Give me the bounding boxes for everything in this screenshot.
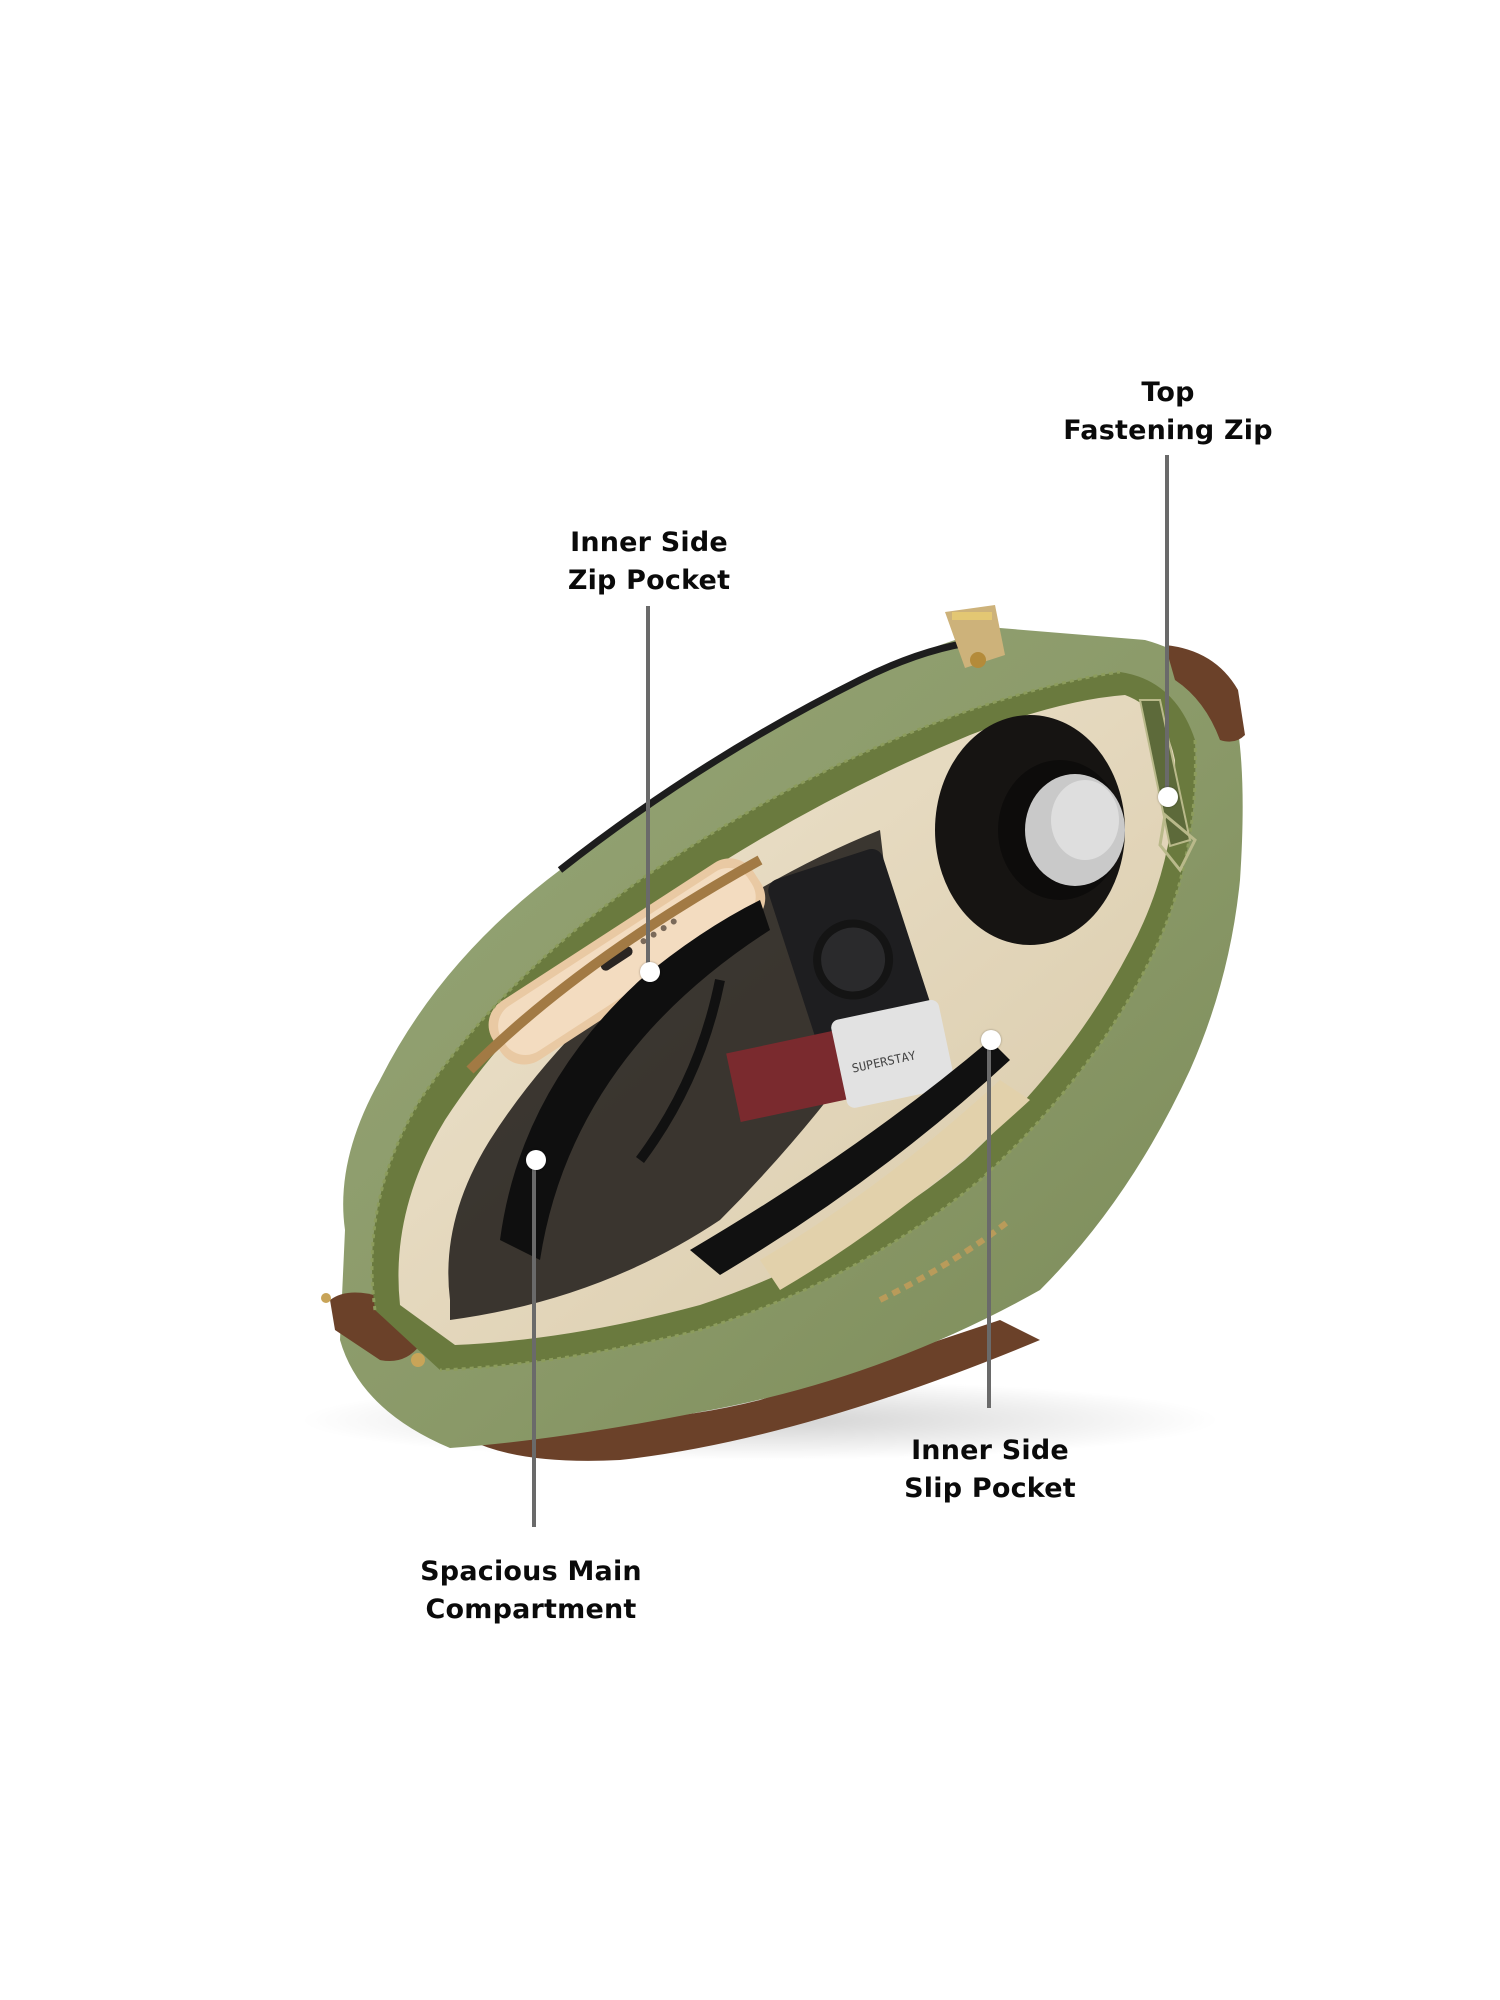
label-line-2: Fastening Zip — [1063, 415, 1273, 446]
label-line-1: Inner Side — [570, 527, 728, 558]
phone — [488, 858, 766, 1065]
interior-shadow — [448, 830, 900, 1320]
label-line-2: Zip Pocket — [567, 565, 731, 596]
front-logo — [878, 1217, 1012, 1303]
leader-line-spacious-main-compartment — [532, 1160, 536, 1527]
hotspot-dot-inner-side-zip-pocket[interactable] — [640, 962, 660, 982]
label-top-fastening-zip: Top Fastening Zip — [1063, 374, 1273, 450]
leader-line-inner-side-zip-pocket — [646, 606, 650, 970]
gold-ring-left — [411, 1353, 425, 1367]
zipper-teeth — [370, 670, 1121, 1311]
leader-line-top-fastening-zip — [1165, 455, 1169, 795]
slip-pocket-panel — [690, 1040, 1010, 1275]
book — [760, 1080, 1030, 1290]
piping — [557, 636, 991, 873]
label-inner-side-zip-pocket: Inner Side Zip Pocket — [568, 524, 730, 600]
label-line-2: Compartment — [425, 1594, 637, 1625]
leader-line-inner-side-slip-pocket — [987, 1040, 991, 1408]
gold-ring-left-top — [321, 1293, 331, 1303]
hotspot-dot-top-fastening-zip[interactable] — [1158, 787, 1178, 807]
leather-tab-left — [330, 1292, 420, 1361]
perfume-bottle — [935, 715, 1125, 945]
zipper-teeth-lower — [439, 739, 1197, 1372]
label-line-1: Top — [1141, 377, 1195, 408]
label-line-1: Inner Side — [911, 1435, 1069, 1466]
label-inner-side-slip-pocket: Inner Side Slip Pocket — [904, 1432, 1076, 1508]
gold-zip-tab — [945, 605, 1005, 668]
label-line-1: Spacious Main — [420, 1556, 642, 1587]
label-line-2: Slip Pocket — [904, 1473, 1076, 1504]
hotspot-dot-inner-side-slip-pocket[interactable] — [981, 1030, 1001, 1050]
sunglasses-arm — [635, 979, 725, 1163]
sunglasses — [500, 900, 770, 1260]
hotspot-dot-spacious-main-compartment[interactable] — [526, 1150, 546, 1170]
leather-tab-right — [1165, 645, 1245, 742]
lipstick: SUPERSTAY — [726, 999, 955, 1122]
zip-pocket-edge — [466, 855, 763, 1074]
label-spacious-main-compartment: Spacious Main Compartment — [420, 1553, 642, 1629]
